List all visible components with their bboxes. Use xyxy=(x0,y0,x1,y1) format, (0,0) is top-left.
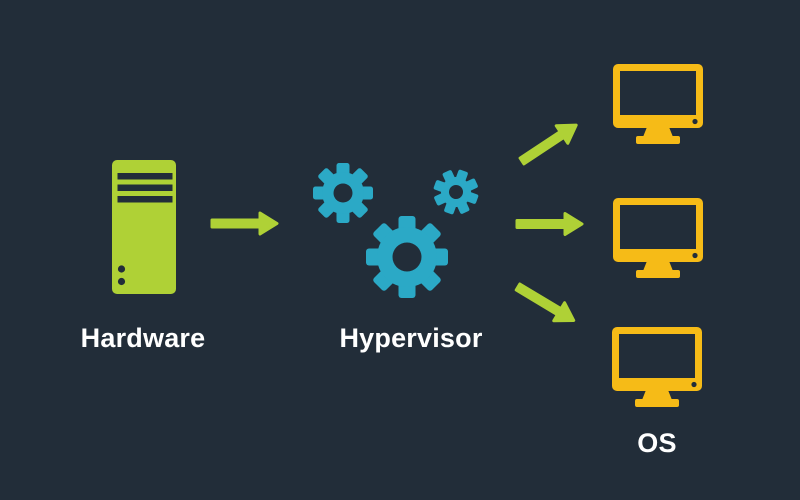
gear-large-icon xyxy=(366,216,448,298)
hardware-label: Hardware xyxy=(80,323,206,353)
gear-small-icon xyxy=(433,169,479,215)
arrow-hardware-to-hypervisor xyxy=(210,211,279,236)
monitor-icon-1 xyxy=(613,64,703,144)
arrow-hypervisor-to-os-1 xyxy=(514,114,584,172)
gear-medium-icon xyxy=(313,163,373,223)
monitor-icon-3 xyxy=(612,327,702,407)
server-tower-icon xyxy=(112,160,176,294)
monitor-icon-2 xyxy=(613,198,703,278)
gears-icon xyxy=(313,163,479,298)
arrow-hypervisor-to-os-3 xyxy=(511,276,581,331)
arrow-hypervisor-to-os-2 xyxy=(515,212,584,236)
hypervisor-label: Hypervisor xyxy=(339,323,483,353)
os-label: OS xyxy=(637,428,677,458)
